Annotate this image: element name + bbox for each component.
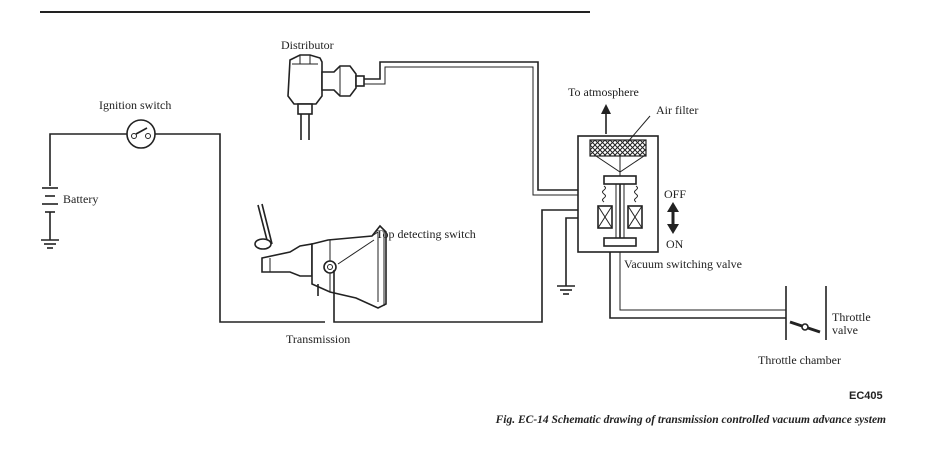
wire-ignition xyxy=(49,133,127,186)
wire-ignition-to-transmission xyxy=(155,133,325,323)
air-filter-element xyxy=(589,139,647,157)
figure-caption: Fig. EC-14 Schematic drawing of transmis… xyxy=(495,414,886,426)
to-atmosphere-arrow xyxy=(601,104,611,134)
ignition-switch-label: Ignition switch xyxy=(99,98,171,112)
vacuum-switching-valve xyxy=(577,135,659,253)
wire-top-switch xyxy=(333,209,598,323)
vacuum-hose-distributor-inner xyxy=(364,66,578,196)
throttle-valve-label-1: Throttle xyxy=(832,310,871,324)
throttle-valve-label-2: valve xyxy=(832,323,858,337)
top-detecting-switch-leader xyxy=(337,239,375,265)
distributor xyxy=(287,54,365,140)
transmission-label: Transmission xyxy=(286,332,350,346)
on-label: ON xyxy=(666,237,684,251)
battery xyxy=(41,187,59,249)
to-atmosphere-label: To atmosphere xyxy=(568,85,639,99)
off-on-double-arrow xyxy=(667,202,679,234)
throttle-chamber xyxy=(785,286,827,340)
air-filter-leader xyxy=(625,115,651,145)
vacuum-hose-throttle-inner xyxy=(619,252,786,311)
distributor-label: Distributor xyxy=(281,38,334,52)
figure-code: EC405 xyxy=(849,390,883,402)
vacuum-switching-valve-label: Vacuum switching valve xyxy=(624,257,742,271)
top-detecting-switch-label: Top detecting switch xyxy=(376,227,476,241)
off-label: OFF xyxy=(664,187,686,201)
battery-label: Battery xyxy=(63,192,98,206)
ignition-switch xyxy=(126,119,156,149)
throttle-chamber-label: Throttle chamber xyxy=(758,353,841,367)
transmission xyxy=(254,203,387,309)
vacuum-hose-throttle xyxy=(609,252,786,319)
vacuum-hose-distributor xyxy=(364,61,578,191)
air-filter-label: Air filter xyxy=(656,103,698,117)
